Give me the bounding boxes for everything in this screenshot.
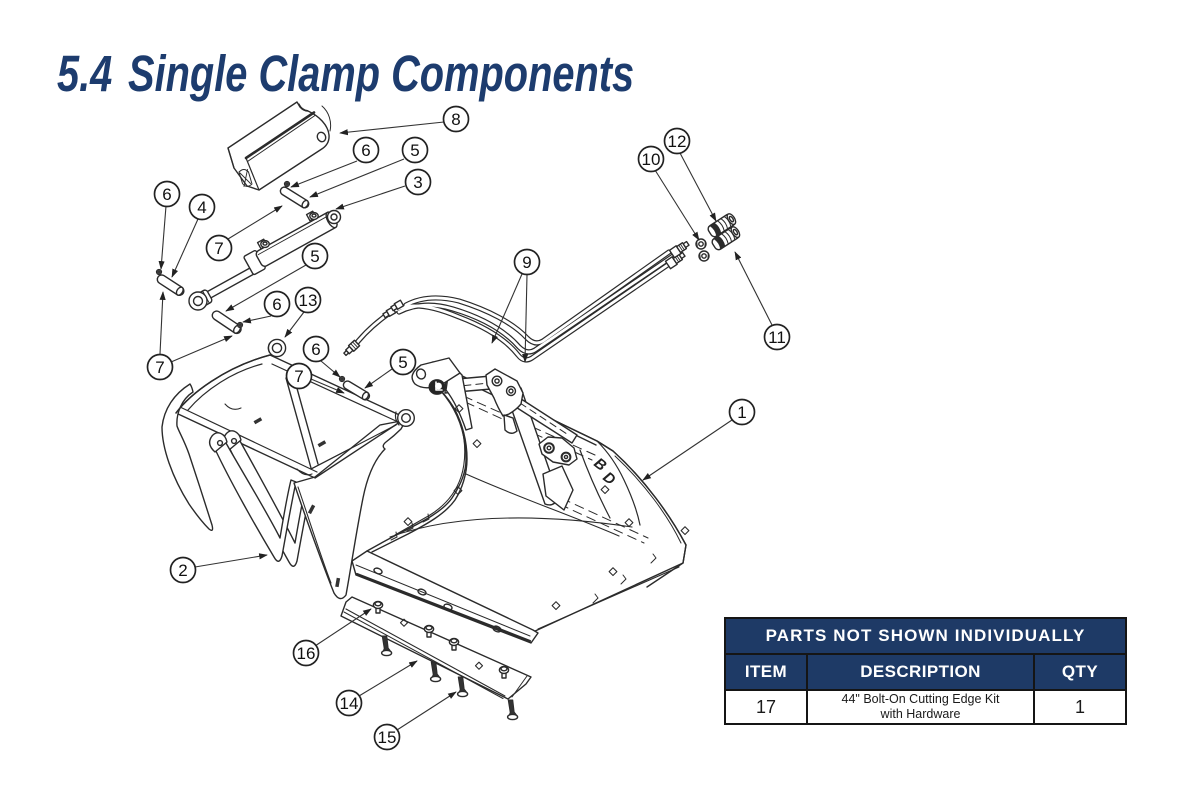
svg-text:14: 14 xyxy=(340,694,359,713)
svg-text:15: 15 xyxy=(378,728,397,747)
svg-text:4: 4 xyxy=(197,198,206,217)
svg-text:7: 7 xyxy=(294,367,303,386)
svg-text:6: 6 xyxy=(162,185,171,204)
svg-text:16: 16 xyxy=(297,644,316,663)
svg-text:5: 5 xyxy=(410,141,419,160)
svg-text:6: 6 xyxy=(311,340,320,359)
svg-text:5: 5 xyxy=(310,247,319,266)
svg-text:6: 6 xyxy=(272,295,281,314)
svg-text:2: 2 xyxy=(178,561,187,580)
svg-text:1: 1 xyxy=(737,403,746,422)
svg-text:11: 11 xyxy=(768,328,786,347)
svg-text:5: 5 xyxy=(398,353,407,372)
svg-text:3: 3 xyxy=(413,173,422,192)
svg-text:7: 7 xyxy=(155,358,164,377)
svg-text:7: 7 xyxy=(214,239,223,258)
svg-text:13: 13 xyxy=(299,291,318,310)
svg-text:6: 6 xyxy=(361,141,370,160)
svg-text:10: 10 xyxy=(642,150,661,169)
svg-text:12: 12 xyxy=(668,132,687,151)
svg-text:8: 8 xyxy=(451,110,460,129)
svg-text:9: 9 xyxy=(522,253,531,272)
